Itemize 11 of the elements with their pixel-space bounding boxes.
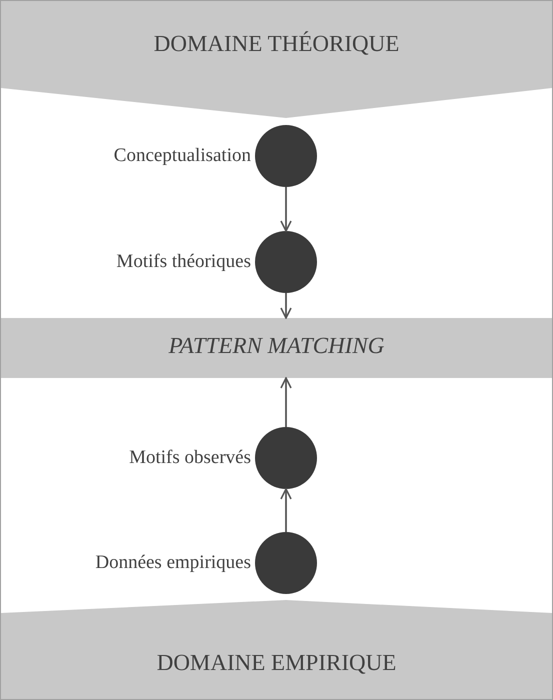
node-label: Motifs théoriques bbox=[116, 251, 251, 273]
arrow bbox=[280, 293, 292, 319]
arrow bbox=[280, 187, 292, 232]
arrow bbox=[280, 377, 292, 427]
band-title: DOMAINE EMPIRIQUE bbox=[156, 650, 398, 676]
node-label: Données empiriques bbox=[95, 552, 251, 574]
band-title: DOMAINE THÉORIQUE bbox=[152, 31, 400, 57]
band-title: PATTERN MATCHING bbox=[168, 333, 386, 359]
node-label: Conceptualisation bbox=[114, 145, 251, 167]
node-label: Motifs observés bbox=[129, 447, 251, 469]
arrow bbox=[280, 488, 292, 532]
